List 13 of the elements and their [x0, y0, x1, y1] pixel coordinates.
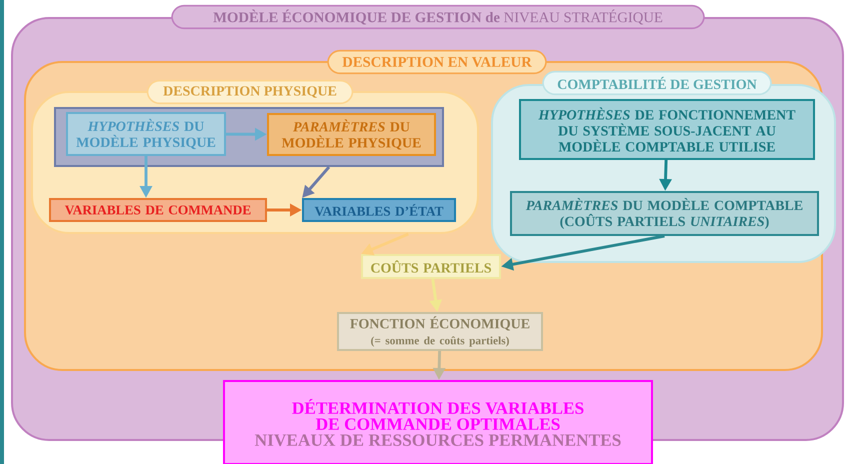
process-box: FONCTION ÉCONOMIQUE (= somme de coûts partiels) — [337, 312, 543, 351]
heading-pill: COMPTABILITÉ DE GESTION — [542, 70, 772, 96]
process-box: PARAMÈTRES DU MODÈLE COMPTABLE (COÛTS PARTIELS UNITAIRES) — [510, 191, 819, 236]
result-box: DÉTERMINATION DES VARIABLES DE COMMANDE OPTIMALES NIVEAUX DE RESSOURCES PERMANENTES — [223, 380, 653, 464]
process-box: HYPOTHÈSES DU MODÈLE PHYSIQUE — [66, 112, 226, 156]
heading-pill: MODÈLE ÉCONOMIQUE DE GESTION de NIVEAU STRATÉGIQUE — [171, 4, 705, 30]
process-box: PARAMÈTRES DU MODÈLE PHYSIQUE — [267, 113, 436, 156]
process-box: VARIABLES DE COMMANDE — [49, 198, 267, 222]
process-box: HYPOTHÈSES DE FONCTIONNEMENT DU SYSTÈME SOUS-JACENT AU MODÈLE COMPTABLE UTILISE — [519, 99, 815, 160]
heading-pill: DESCRIPTION EN VALEUR — [327, 50, 547, 74]
heading-pill: DESCRIPTION PHYSIQUE — [146, 80, 354, 104]
process-box: COÛTS PARTIELS — [361, 254, 501, 279]
process-box: VARIABLES D’ÉTAT — [302, 198, 456, 222]
